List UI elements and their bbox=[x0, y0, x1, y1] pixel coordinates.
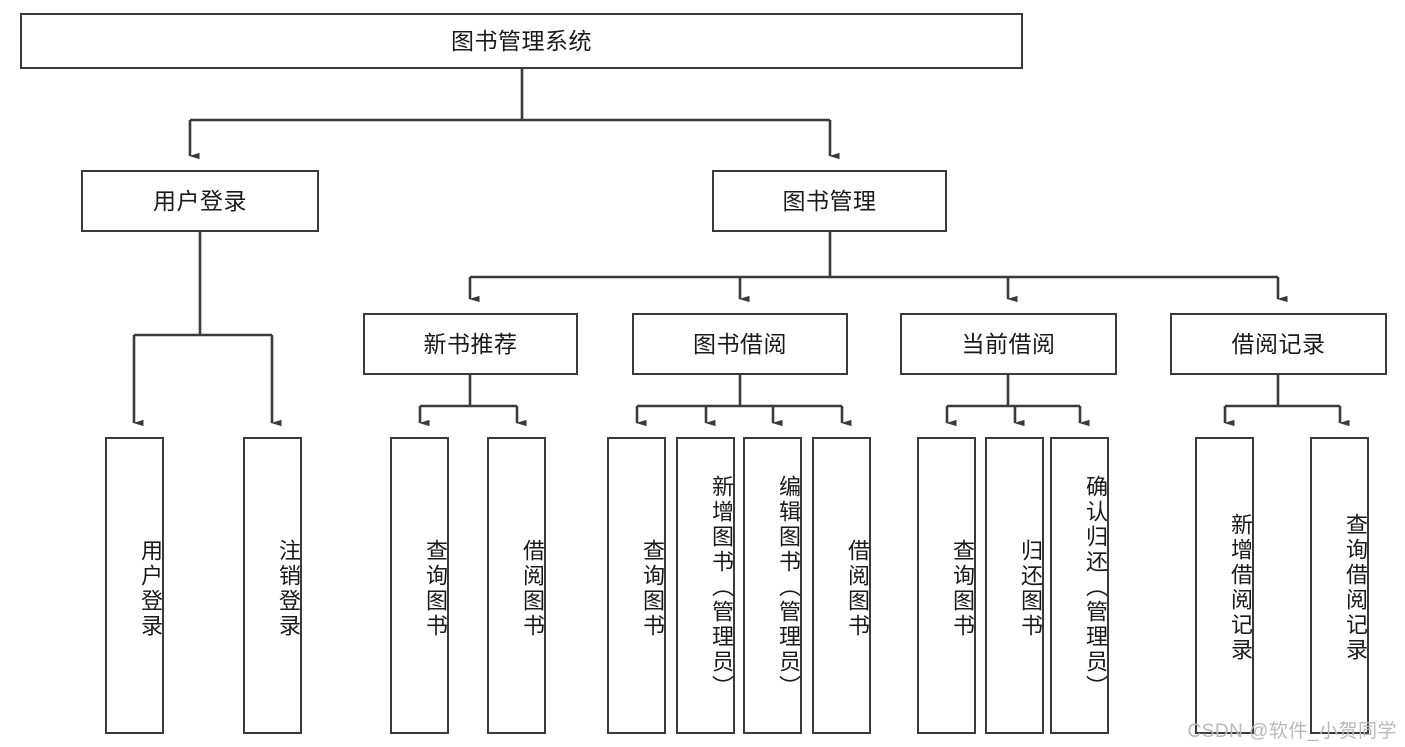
leaf-add-book-admin[interactable]: 新增图书（管理员） bbox=[676, 437, 735, 734]
node-book-management-label: 图书管理 bbox=[782, 187, 877, 214]
leaf-borrow-book-label: 借阅图书 bbox=[845, 538, 870, 639]
node-root[interactable]: 图书管理系统 bbox=[20, 13, 1023, 69]
node-book-borrow-label: 图书借阅 bbox=[693, 330, 787, 357]
node-book-management[interactable]: 图书管理 bbox=[712, 170, 947, 232]
node-root-label: 图书管理系统 bbox=[451, 27, 592, 54]
leaf-add-borrow-record[interactable]: 新增借阅记录 bbox=[1195, 437, 1254, 734]
leaf-query-book-borrow-label: 查询图书 bbox=[640, 538, 665, 639]
leaf-edit-book-admin-label: 编辑图书（管理员） bbox=[776, 475, 801, 700]
leaf-add-book-admin-label: 新增图书（管理员） bbox=[709, 475, 734, 700]
node-new-book-recommendation-label: 新书推荐 bbox=[423, 330, 518, 357]
leaf-return-book-label: 归还图书 bbox=[1018, 538, 1043, 639]
node-current-borrow[interactable]: 当前借阅 bbox=[900, 313, 1117, 375]
node-user-login[interactable]: 用户登录 bbox=[81, 170, 319, 232]
leaf-user-login-label: 用户登录 bbox=[138, 538, 163, 639]
node-borrow-record[interactable]: 借阅记录 bbox=[1170, 313, 1387, 375]
leaf-borrow-book-recommendation[interactable]: 借阅图书 bbox=[487, 437, 546, 734]
leaf-confirm-return-admin[interactable]: 确认归还（管理员） bbox=[1050, 437, 1109, 734]
leaf-query-book-borrow[interactable]: 查询图书 bbox=[607, 437, 666, 734]
leaf-query-book-current[interactable]: 查询图书 bbox=[917, 437, 976, 734]
leaf-query-book-recommendation[interactable]: 查询图书 bbox=[390, 437, 449, 734]
leaf-add-borrow-record-label: 新增借阅记录 bbox=[1228, 512, 1253, 663]
leaf-borrow-book[interactable]: 借阅图书 bbox=[812, 437, 871, 734]
leaf-confirm-return-admin-label: 确认归还（管理员） bbox=[1083, 475, 1108, 700]
node-book-borrow[interactable]: 图书借阅 bbox=[632, 313, 848, 375]
leaf-logout[interactable]: 注销登录 bbox=[243, 437, 302, 734]
leaf-query-book-current-label: 查询图书 bbox=[950, 538, 975, 639]
leaf-query-borrow-record-label: 查询借阅记录 bbox=[1343, 512, 1368, 663]
leaf-query-book-recommendation-label: 查询图书 bbox=[423, 538, 448, 639]
leaf-edit-book-admin[interactable]: 编辑图书（管理员） bbox=[743, 437, 802, 734]
node-user-login-label: 用户登录 bbox=[153, 187, 247, 214]
leaf-return-book[interactable]: 归还图书 bbox=[985, 437, 1044, 734]
node-new-book-recommendation[interactable]: 新书推荐 bbox=[363, 313, 578, 375]
leaf-query-borrow-record[interactable]: 查询借阅记录 bbox=[1310, 437, 1369, 734]
node-current-borrow-label: 当前借阅 bbox=[961, 330, 1056, 357]
node-borrow-record-label: 借阅记录 bbox=[1231, 330, 1326, 357]
leaf-logout-label: 注销登录 bbox=[276, 538, 301, 639]
leaf-user-login[interactable]: 用户登录 bbox=[105, 437, 164, 734]
leaf-borrow-book-recommendation-label: 借阅图书 bbox=[520, 538, 545, 639]
